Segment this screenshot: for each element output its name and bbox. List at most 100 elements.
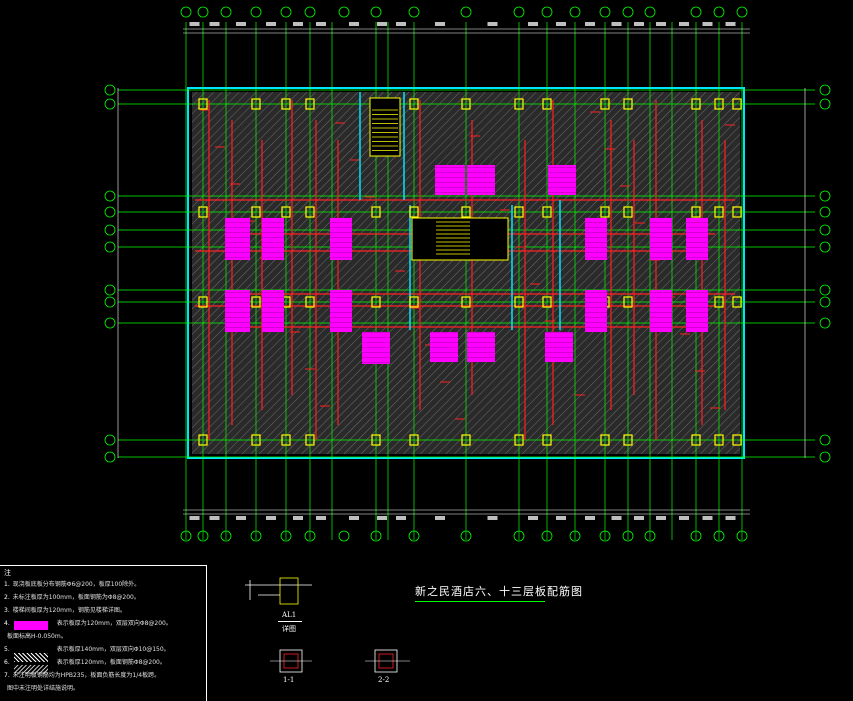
axis-bubble-top [460, 6, 472, 18]
section-sketch-2 [365, 649, 410, 673]
axis-bubble-left [104, 434, 116, 446]
dim-value-bottom [556, 516, 566, 520]
section-label-1: 1-1 [283, 676, 295, 684]
legend-swatch-hatch [14, 653, 48, 662]
axis-bubble-left [104, 84, 116, 96]
section-label-underline [278, 621, 302, 622]
dim-value-bottom [209, 516, 220, 520]
section-sketch-al1 [245, 577, 312, 605]
dim-value-top [316, 22, 326, 26]
axis-bubble-bottom [197, 530, 209, 542]
axis-bubble-bottom [250, 530, 262, 542]
dim-value-bottom [702, 516, 713, 520]
magenta-panel [585, 218, 607, 260]
axis-bubble-right [819, 296, 831, 308]
note-text: 未标注板厚为100mm，板面钢筋为Φ8@200。 [12, 594, 140, 601]
dim-value-bottom [611, 516, 622, 520]
column-marker [514, 296, 524, 308]
dim-value-top [656, 22, 666, 26]
axis-bubble-right [819, 224, 831, 236]
axis-bubble-left [104, 451, 116, 463]
axis-bubble-right [819, 451, 831, 463]
axis-bubble-left [104, 206, 116, 218]
axis-bubble-bottom [304, 530, 316, 542]
note-text: 图中未注明处详结施说明。 [7, 685, 80, 692]
dim-value-top [585, 22, 595, 26]
column-marker [732, 434, 742, 446]
column-marker [600, 206, 610, 218]
column-marker [281, 98, 291, 110]
axis-bubble-top [250, 6, 262, 18]
axis-bubble-bottom [644, 530, 656, 542]
dim-value-top [266, 22, 276, 26]
column-marker [461, 296, 471, 308]
magenta-panel [686, 218, 708, 260]
note-number: 1. [4, 581, 10, 588]
axis-bubble-bottom [370, 530, 382, 542]
dim-value-bottom [236, 516, 246, 520]
column-marker [461, 98, 471, 110]
axis-bubble-left [104, 190, 116, 202]
axis-bubble-top [197, 6, 209, 18]
magenta-panel [262, 218, 284, 260]
axis-bubble-right [819, 241, 831, 253]
magenta-panel [430, 332, 458, 362]
column-marker [409, 296, 419, 308]
note-number: 6. [4, 659, 10, 666]
note-line: 4.表示板厚为120mm，双层双向Φ8@200。 [4, 618, 172, 627]
note-text: 板面标高H-0.050m。 [7, 633, 67, 640]
axis-bubble-top [338, 6, 350, 18]
column-marker [714, 434, 724, 446]
magenta-panel [225, 290, 250, 332]
axis-bubble-bottom [280, 530, 292, 542]
column-marker [198, 296, 208, 308]
dim-value-top [349, 22, 359, 26]
note-number: 5. [4, 646, 10, 653]
column-marker [691, 98, 701, 110]
column-marker [461, 434, 471, 446]
magenta-panel [262, 290, 284, 332]
axis-bubble-bottom [713, 530, 725, 542]
column-marker [514, 98, 524, 110]
note-line: 1.现浇板底板分布钢筋Φ6@200，板厚100除外。 [4, 579, 140, 588]
note-line: 3.楼梯间板厚为120mm，钢筋见楼梯详图。 [4, 605, 126, 614]
axis-bubble-left [104, 98, 116, 110]
stair-core-top [369, 97, 401, 157]
column-marker [691, 434, 701, 446]
column-marker [305, 98, 315, 110]
axis-bubble-top [408, 6, 420, 18]
magenta-panel [467, 332, 495, 362]
axis-bubble-bottom [622, 530, 634, 542]
magenta-panel [686, 290, 708, 332]
title-underline [415, 601, 545, 602]
axis-bubble-top [736, 6, 748, 18]
column-marker [623, 98, 633, 110]
axis-bubble-right [819, 190, 831, 202]
axis-bubble-left [104, 317, 116, 329]
axis-bubble-left [104, 296, 116, 308]
column-marker [198, 98, 208, 110]
column-marker [251, 206, 261, 218]
axis-bubble-top [569, 6, 581, 18]
axis-bubble-right [819, 434, 831, 446]
dim-value-top [189, 22, 200, 26]
note-line: 6.表示板厚120mm，板面钢筋Φ8@200。 [4, 657, 166, 666]
column-marker [305, 434, 315, 446]
notes-panel: 注 1.现浇板底板分布钢筋Φ6@200，板厚100除外。2.未标注板厚为100m… [0, 565, 207, 701]
axis-bubble-top [541, 6, 553, 18]
axis-bubble-top [622, 6, 634, 18]
dim-value-bottom [435, 516, 445, 520]
column-marker [542, 296, 552, 308]
column-marker [714, 206, 724, 218]
dim-value-bottom [293, 516, 303, 520]
axis-bubble-right [819, 284, 831, 296]
column-marker [371, 434, 381, 446]
column-marker [600, 98, 610, 110]
axis-bubble-top [513, 6, 525, 18]
dim-value-top [236, 22, 246, 26]
axis-bubble-top [280, 6, 292, 18]
axis-bubbles [104, 6, 831, 542]
axis-bubble-bottom [513, 530, 525, 542]
section-label-al1-sub: 详图 [282, 625, 296, 633]
dim-value-bottom [679, 516, 689, 520]
